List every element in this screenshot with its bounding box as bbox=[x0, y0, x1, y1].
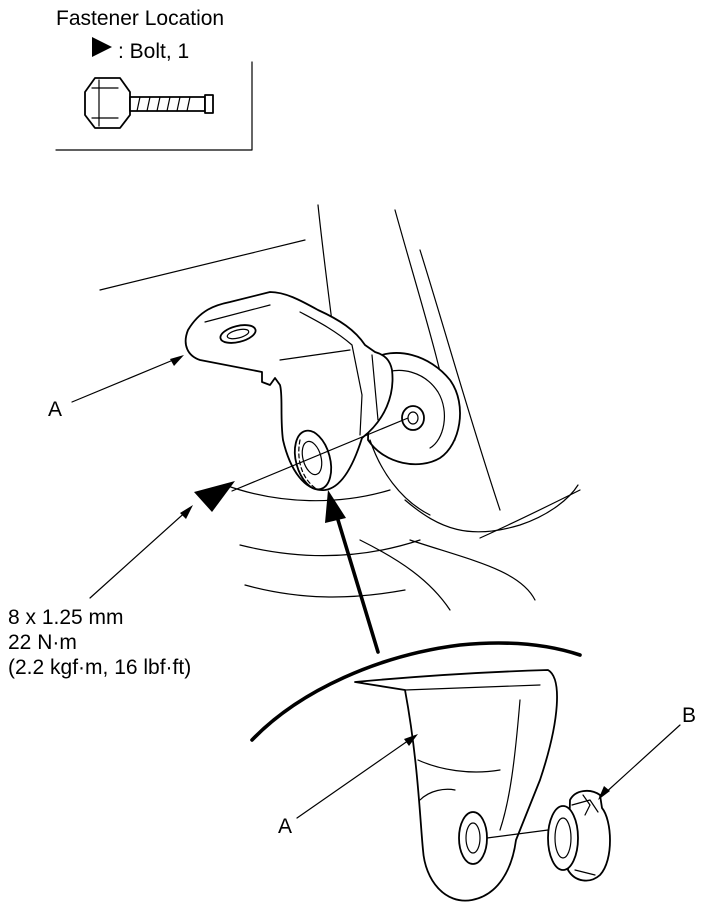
upper-bracket-a bbox=[184, 291, 394, 491]
spec-size: 8 x 1.25 mm bbox=[8, 606, 124, 629]
bolt-icon bbox=[84, 77, 214, 129]
legend-title: Fastener Location bbox=[56, 7, 224, 30]
install-arrow bbox=[333, 508, 380, 654]
fastener-legend: Fastener Location : Bolt, 1 bbox=[55, 7, 253, 151]
torque-spec: 8 x 1.25 mm 22 N·m (2.2 kgf·m, 16 lbf·ft… bbox=[8, 606, 191, 679]
bolt-marker-icon bbox=[92, 37, 112, 57]
callout-b: B bbox=[682, 704, 696, 727]
legend-bolt-label: : Bolt, 1 bbox=[118, 40, 189, 63]
install-arrowhead-icon bbox=[325, 490, 346, 523]
bolt-position-marker-icon bbox=[194, 481, 235, 512]
callout-a-lower: A bbox=[278, 815, 292, 838]
spec-torque: 22 N·m bbox=[8, 631, 77, 654]
lower-bracket-a bbox=[354, 669, 558, 902]
spec-torque-alt: (2.2 kgf·m, 16 lbf·ft) bbox=[8, 656, 191, 679]
wheel-arch bbox=[250, 641, 582, 742]
spec-leader-arrowhead-icon bbox=[180, 505, 193, 519]
callout-a-upper: A bbox=[48, 398, 62, 421]
callout-leaders bbox=[71, 355, 681, 819]
bolt-axis-line bbox=[231, 417, 409, 492]
bushing-b bbox=[547, 789, 611, 882]
legend-frame bbox=[55, 61, 253, 151]
spec-leader-line bbox=[89, 507, 191, 599]
